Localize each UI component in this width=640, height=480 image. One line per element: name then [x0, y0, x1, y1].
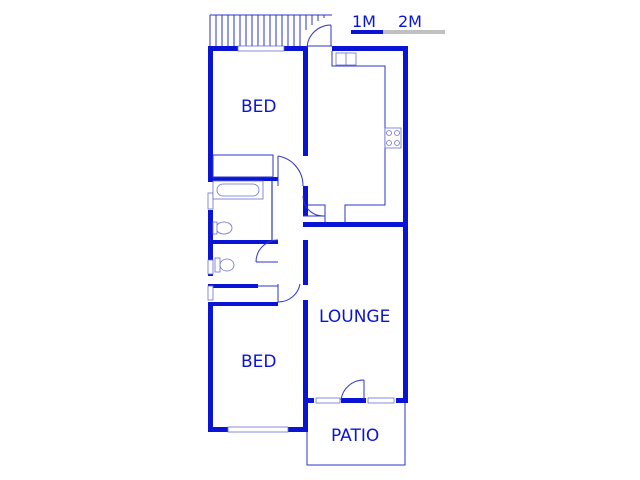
walls [208, 46, 408, 432]
room-labels: BED BED LOUNGE PATIO [241, 97, 390, 446]
kitchen-counter [308, 51, 402, 222]
doors [255, 24, 365, 401]
stairs [209, 14, 332, 48]
room-label-bed-bottom: BED [241, 352, 277, 372]
windows [207, 45, 395, 433]
scale-segment-1 [351, 30, 383, 34]
room-label-lounge: LOUNGE [319, 307, 390, 327]
scale-label-1m: 1M [352, 12, 376, 31]
toilet-icon [219, 258, 235, 272]
basin-icon [215, 221, 233, 235]
room-label-patio: PATIO [331, 426, 379, 446]
bathroom-fixtures [212, 180, 273, 273]
room-label-bed-top: BED [241, 97, 277, 117]
bedroom-cupboard [212, 154, 274, 178]
scale-bar: 1M 2M [351, 12, 445, 34]
scale-segment-2 [383, 30, 445, 34]
patio-outline [306, 402, 406, 466]
scale-label-2m: 2M [398, 12, 422, 31]
stove-icon [384, 127, 402, 149]
